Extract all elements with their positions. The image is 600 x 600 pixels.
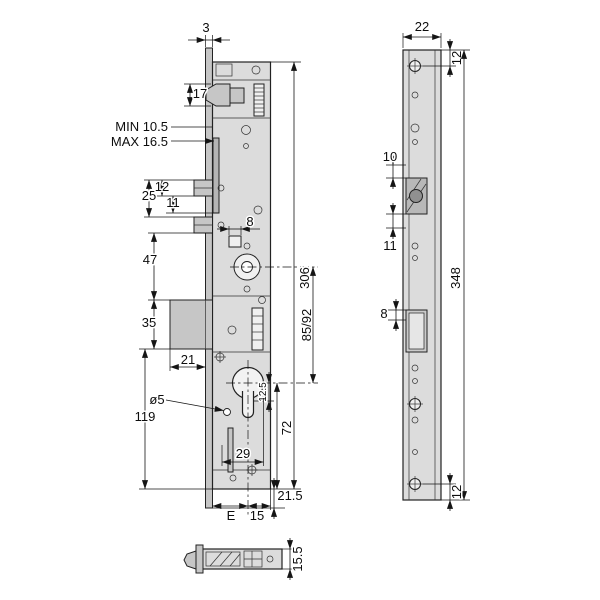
dim-latch-top: 10: [381, 148, 406, 189]
dim-lower-span-label: 119: [135, 409, 156, 424]
dim-axis-distance-label: 85/92: [299, 309, 314, 342]
dim-hook-spacings: 25 12 11: [140, 178, 219, 218]
latch-bevel: [183, 550, 197, 570]
dim-top-hole-label: 12: [449, 51, 464, 65]
dim-thickness-label: 15.5: [290, 546, 305, 571]
main-view-dimensions: 3 17 MIN 10.5 MAX 16.5: [109, 19, 317, 525]
dim-hook-pitch-label: 25: [142, 188, 156, 203]
latch-tail: [229, 87, 245, 104]
dim-lower-span: 119: [133, 348, 213, 490]
deadbolt-opening: [405, 309, 428, 353]
dim-adjust-max-label: MAX 16.5: [111, 134, 168, 149]
dim-latch-label: 17: [193, 86, 207, 101]
main-view-centerlines: [226, 266, 318, 516]
dim-height: 348: [441, 49, 470, 501]
square-notch: [228, 235, 242, 248]
dim-cylinder-bottom-label: 72: [279, 421, 294, 435]
screw-hole-top: [251, 65, 261, 75]
screw-hole-mid: [407, 396, 423, 412]
dim-latch-top-label: 10: [383, 149, 397, 164]
dim-width: 22: [402, 18, 442, 48]
dim-cylinder-offset-label: 12.5: [258, 382, 269, 402]
dim-hole-diameter-label: ø5: [149, 392, 164, 407]
dim-axis-distance: 85/92: [298, 266, 317, 384]
pivot-hole: [241, 125, 251, 135]
dim-axis-edge-label: 15: [250, 508, 264, 523]
adjuster-rod: [212, 137, 220, 214]
faceplate-parts: [402, 49, 442, 501]
dim-adjustment: MIN 10.5 MAX 16.5: [109, 118, 215, 151]
dim-faceplate-thickness: 3: [188, 19, 230, 47]
latch-roller: [409, 189, 423, 203]
faceplate-edge: [205, 47, 213, 509]
dim-bottom-hole-label: 12: [449, 485, 464, 499]
dim-notch-label: 8: [246, 214, 253, 229]
dim-mid-span-label: 47: [143, 252, 157, 267]
bottom-parts: [183, 544, 283, 574]
top-detail: [215, 63, 233, 77]
deadbolt: [169, 299, 213, 350]
screw-hole-mid: [214, 351, 226, 363]
dim-backset-label: E: [227, 508, 236, 523]
dim-hole-diameter: ø5: [148, 391, 224, 412]
dim-cylinder-bottom: 72: [273, 382, 296, 490]
dim-hook-b-label: 11: [166, 195, 180, 210]
dim-notch: 8: [217, 213, 260, 235]
dim-mid-span: 47: [141, 232, 213, 301]
dim-deadbolt-height-label: 35: [142, 315, 156, 330]
faceplate-dimensions: 22 12 10: [379, 18, 470, 511]
dim-deadbolt-height: 35: [139, 299, 170, 350]
bottom-view: 15.5: [183, 538, 307, 580]
dim-thickness: 15.5: [282, 538, 307, 580]
dim-plate-overhang-label: 21.5: [277, 488, 302, 503]
dim-cylinder-offset: 12.5: [254, 372, 274, 412]
dim-cylinder-width-label: 29: [236, 446, 250, 461]
dim-hook-a-label: 12: [155, 179, 169, 194]
dim-faceplate-thickness-label: 3: [202, 20, 209, 35]
dim-adjust-min-label: MIN 10.5: [115, 119, 168, 134]
latch-opening: [405, 177, 428, 215]
fixing-hole: [223, 408, 231, 416]
dim-latch-bottom-label: 11: [383, 238, 397, 253]
main-view-parts: [169, 47, 272, 509]
bottom-rod: [227, 427, 234, 473]
dim-deadbolt-throw: 21: [169, 349, 206, 371]
dim-width-label: 22: [415, 19, 429, 34]
dim-backset: E 15: [212, 489, 271, 525]
dim-latch: 17: [184, 83, 211, 107]
dim-bolt-slot-label: 8: [380, 306, 387, 321]
dim-height-label: 348: [448, 267, 463, 289]
faceplate-view: 22 12 10: [379, 18, 470, 511]
dim-bolt-slot: 8: [379, 299, 406, 331]
main-view: 3 17 MIN 10.5 MAX 16.5: [109, 19, 318, 525]
faceplate-section: [195, 544, 204, 574]
bolt-stack: [251, 307, 264, 351]
dim-deadbolt-throw-label: 21: [181, 352, 195, 367]
dim-bottom-hole: 12: [423, 473, 466, 511]
screw-hole-bottom: [407, 476, 423, 492]
screw-hole-top: [407, 58, 423, 74]
dim-latch-bottom: 11: [382, 203, 406, 255]
dim-cylinder-width: 29: [221, 398, 264, 466]
dim-case-height-label: 306: [297, 267, 312, 289]
latch-bolt: [205, 83, 231, 107]
